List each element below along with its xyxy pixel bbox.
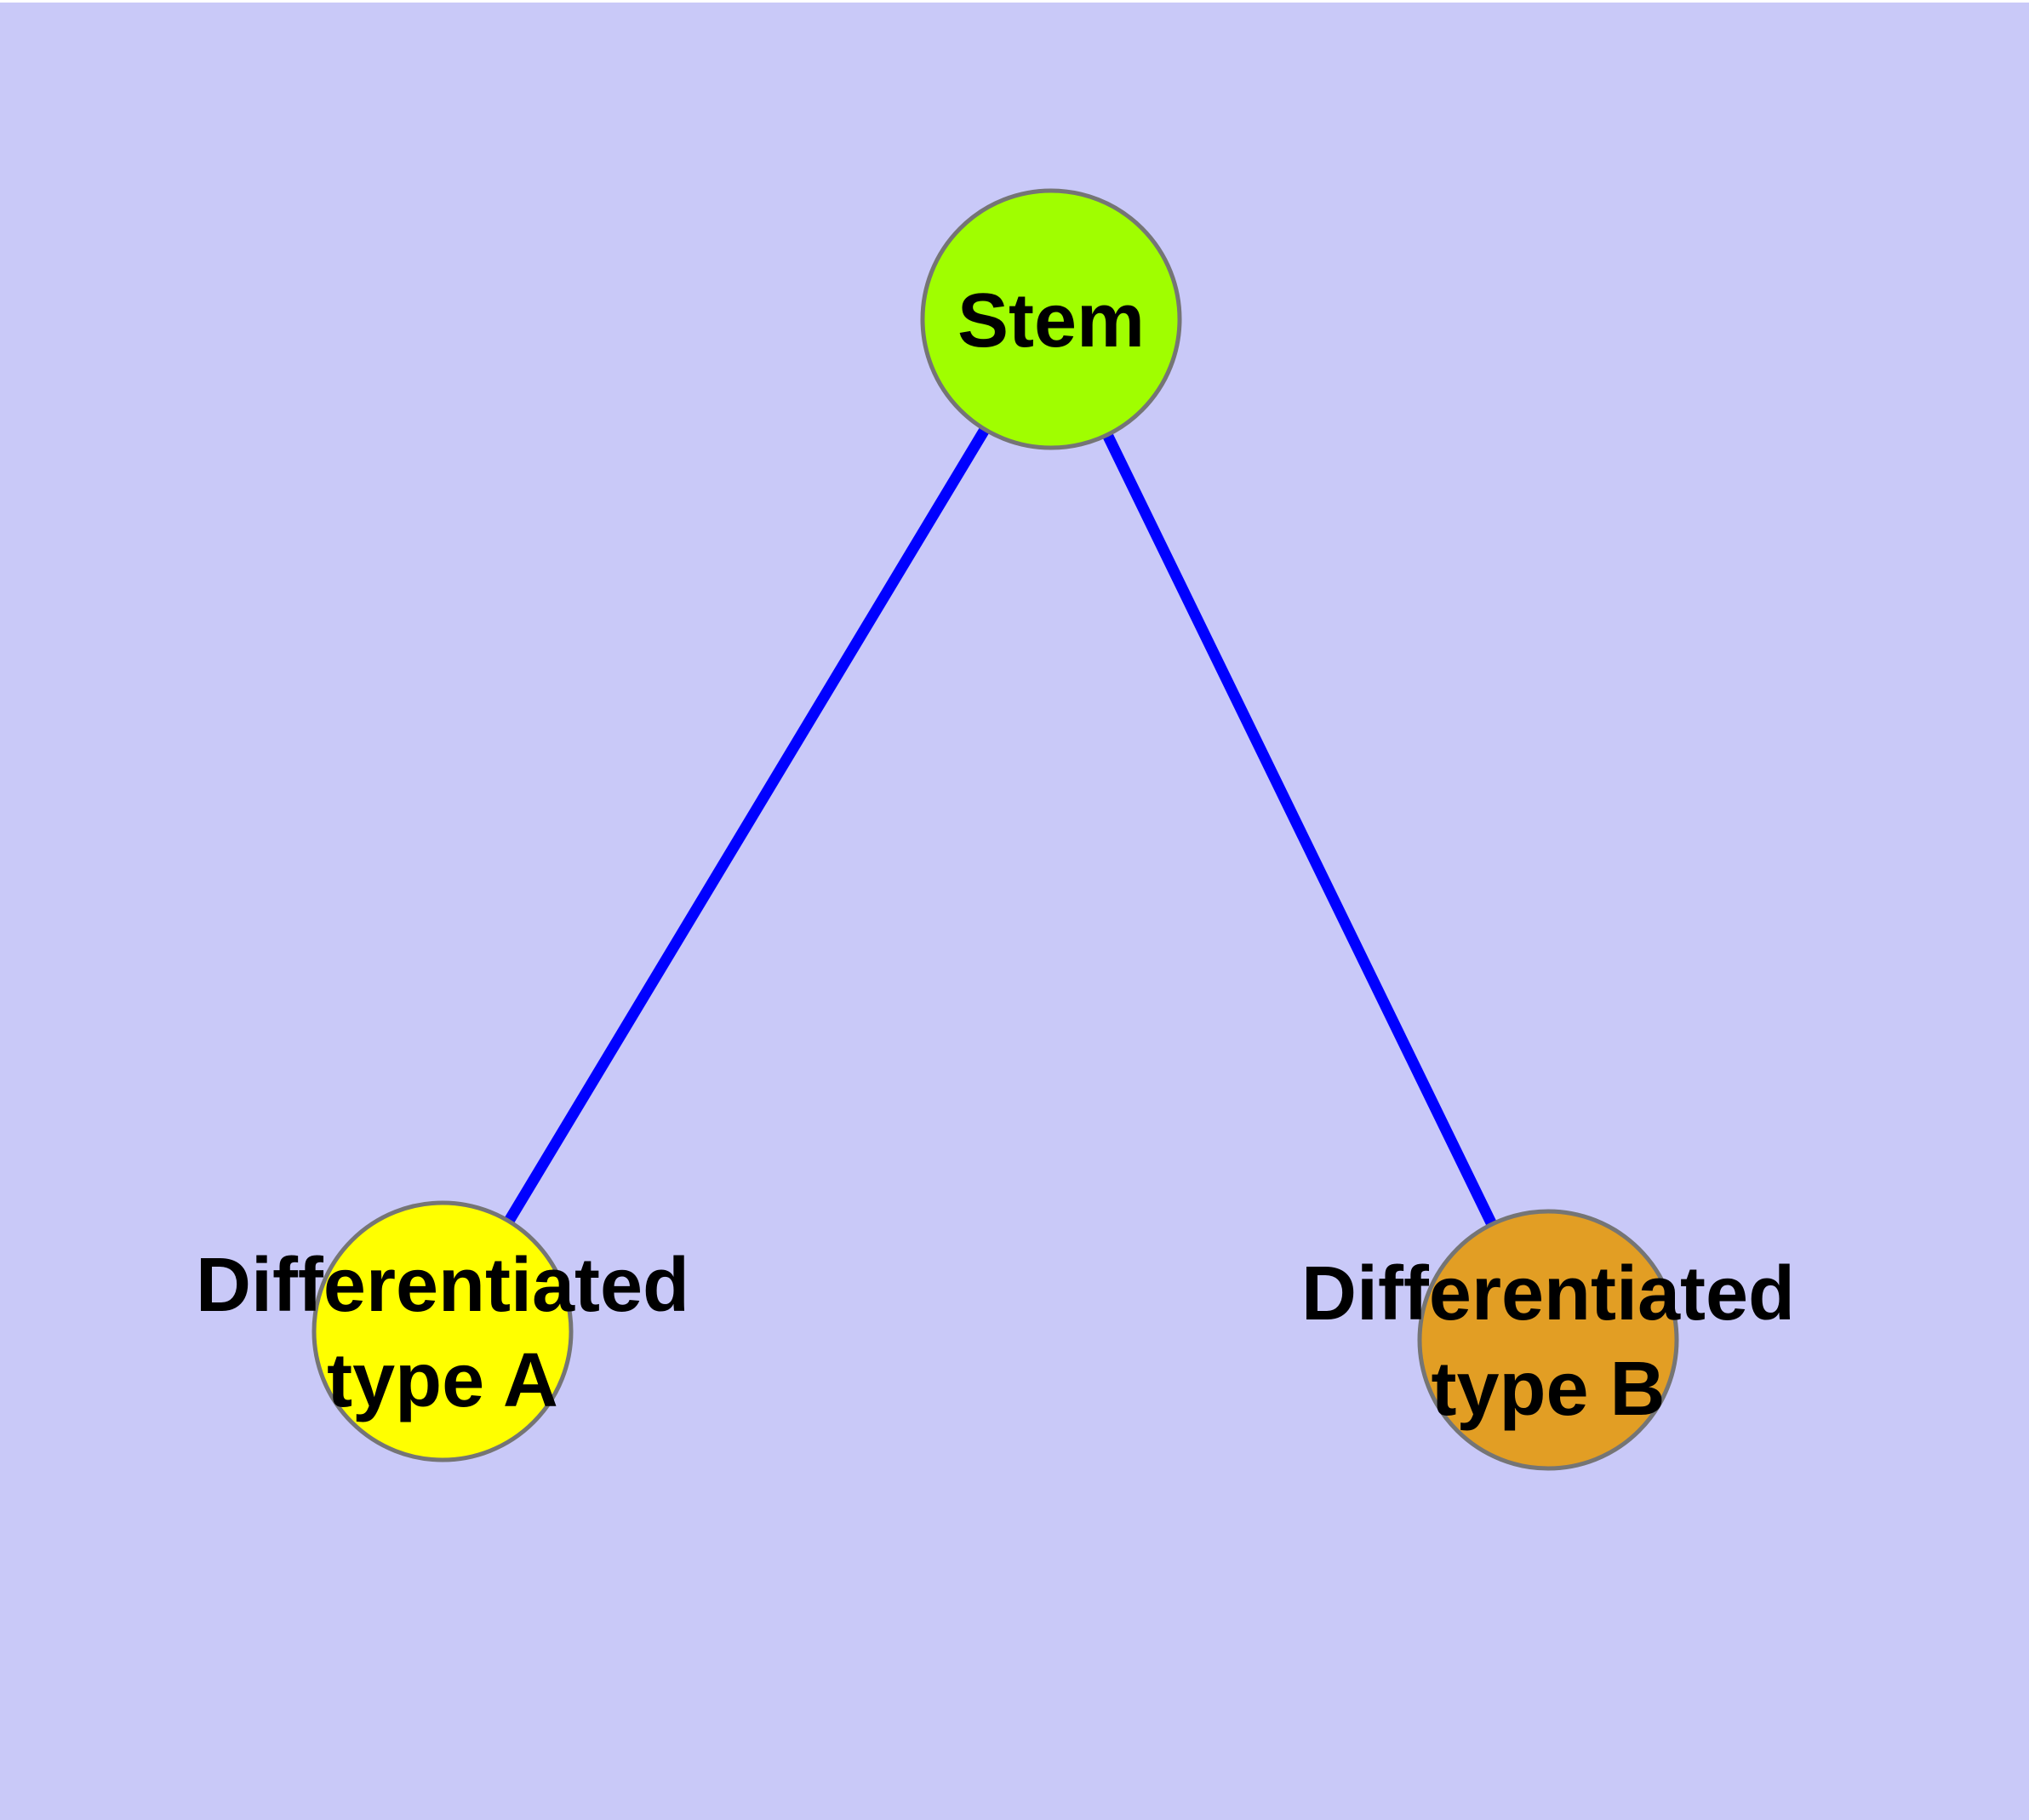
top-edge-highlight [0, 0, 2029, 3]
node-differentiated-type-a [311, 1200, 574, 1462]
node-type-a-label-line2: type A [327, 1338, 558, 1423]
node-type-a-label-line1: Differentiated [196, 1243, 689, 1328]
edge-stem-to-type-a [437, 316, 1056, 1335]
node-type-b-label-line2: type B [1431, 1347, 1665, 1432]
node-stem-label: Stem [957, 278, 1145, 363]
node-differentiated-type-b [1417, 1209, 1679, 1471]
edge-stem-to-type-b [1046, 317, 1553, 1342]
node-stem [920, 188, 1182, 450]
node-type-b-label-line1: Differentiated [1301, 1251, 1795, 1336]
